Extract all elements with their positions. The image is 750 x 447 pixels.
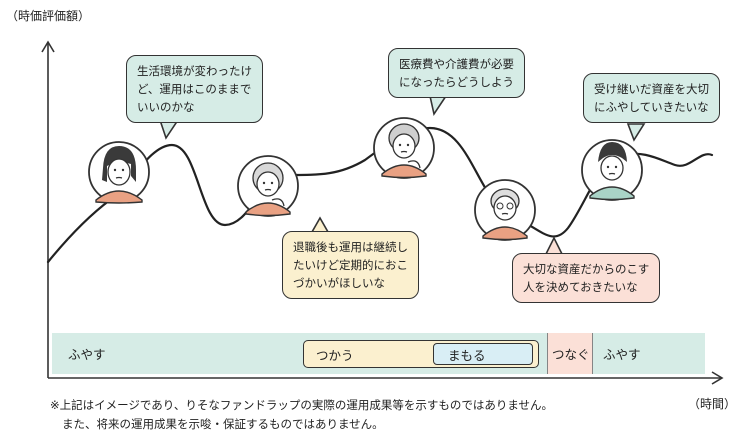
person-5-avatar bbox=[581, 139, 643, 201]
disclaimer-line-2: また、将来の運用成果を示唆・保証するものではありません。 bbox=[62, 417, 384, 431]
y-axis-arrow bbox=[41, 40, 55, 53]
phase-tsukau-label: つかう bbox=[316, 347, 354, 363]
bubble-3-line-2: になったらどうしよう bbox=[399, 75, 514, 89]
bubble-4-line-2: 人を決めておきたいな bbox=[523, 280, 638, 294]
bubble-5-tail bbox=[626, 123, 646, 142]
x-axis-arrow bbox=[711, 371, 724, 385]
phase-fuyasu-2: ふやす bbox=[593, 333, 705, 374]
phase-mamoru: まもる bbox=[433, 343, 533, 365]
bubble-4: 大切な資産だからのこす 人を決めておきたいな bbox=[512, 253, 661, 303]
bubble-2-line-2: たいけど定期的におこ bbox=[293, 258, 408, 272]
bubble-1-line-3: いいのかな bbox=[137, 100, 195, 114]
bubble-3-line-1: 医療費や介護費が必要 bbox=[399, 57, 514, 71]
person-3-avatar bbox=[373, 117, 435, 179]
phase-mamoru-label: まもる bbox=[448, 347, 486, 363]
bubble-2-line-1: 退職後も運用は継続し bbox=[293, 240, 408, 254]
phase-tsunagu: つなぐ bbox=[548, 333, 592, 374]
bubble-2: 退職後も運用は継続し たいけど定期的におこ づかいがほしいな bbox=[282, 231, 419, 299]
bubble-5: 受け継いだ資産を大切 にふやしていきたいな bbox=[583, 73, 720, 123]
bubble-5-line-1: 受け継いだ資産を大切 bbox=[594, 82, 709, 96]
bubble-3: 医療費や介護費が必要 になったらどうしよう bbox=[388, 48, 525, 98]
bubble-3-tail bbox=[429, 95, 448, 117]
bubble-4-tail bbox=[544, 236, 564, 255]
person-2-avatar bbox=[237, 155, 299, 217]
bubble-1-line-1: 生活環境が変わったけ bbox=[137, 64, 252, 78]
bubble-5-line-2: にふやしていきたいな bbox=[594, 100, 709, 114]
bubble-1-line-2: ど、運用はこのままで bbox=[137, 82, 252, 96]
person-1-avatar bbox=[88, 141, 150, 204]
bubble-1: 生活環境が変わったけ ど、運用はこのままで いいのかな bbox=[126, 55, 263, 123]
phase-fuyasu-1-label: ふやす bbox=[68, 347, 106, 362]
phase-fuyasu-2-label: ふやす bbox=[603, 347, 641, 362]
bubble-2-tail bbox=[310, 216, 330, 233]
y-axis-label: （時価評価額） bbox=[6, 9, 91, 23]
phase-tsunagu-label: つなぐ bbox=[552, 347, 590, 362]
x-axis-label: （時間） bbox=[688, 397, 737, 411]
person-4-avatar bbox=[474, 179, 536, 241]
bubble-4-line-1: 大切な資産だからのこす bbox=[523, 262, 650, 276]
disclaimer-note: ※上記はイメージであり、りそなファンドラップの実際の運用成果等を示すものではあり… bbox=[50, 396, 553, 434]
bubble-2-line-3: づかいがほしいな bbox=[293, 276, 385, 290]
disclaimer-line-1: ※上記はイメージであり、りそなファンドラップの実際の運用成果等を示すものではあり… bbox=[50, 398, 553, 412]
